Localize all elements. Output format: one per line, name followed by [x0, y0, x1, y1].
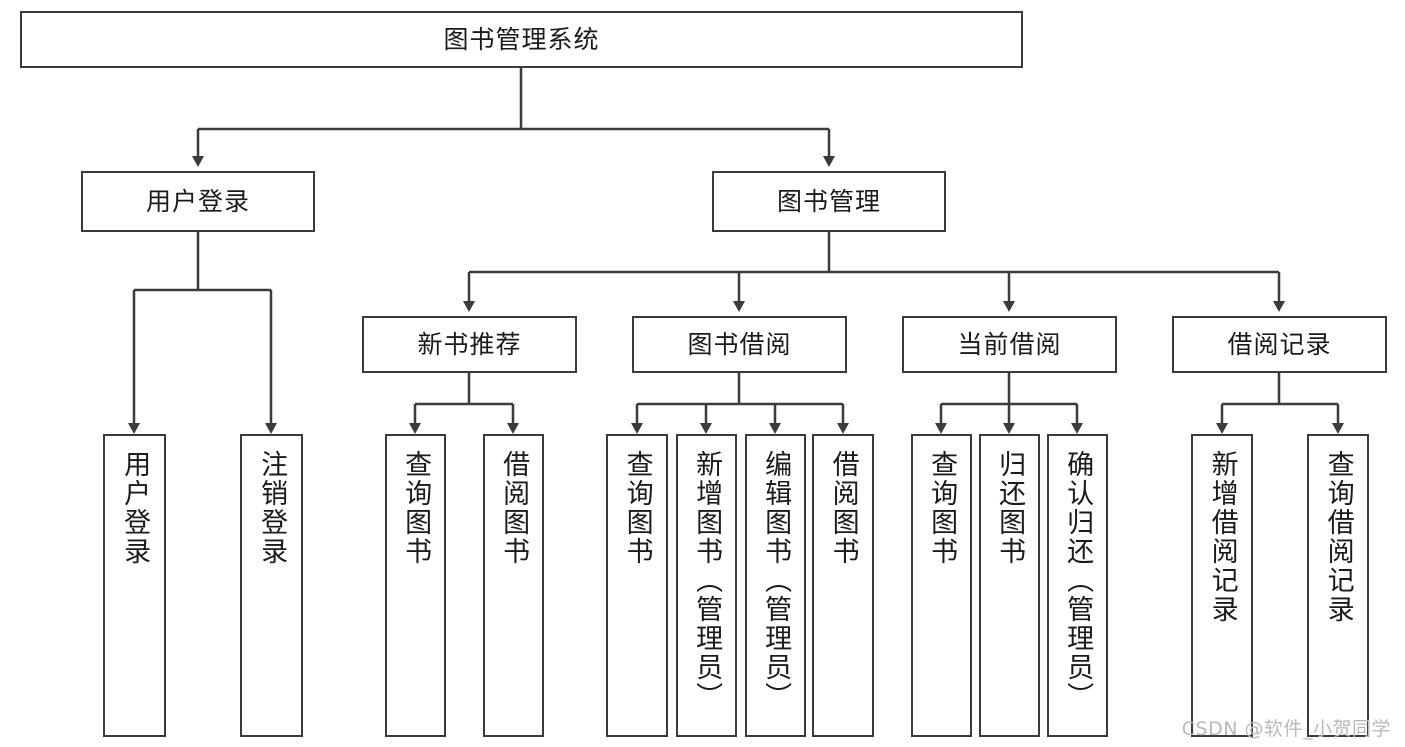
leaf-borrow-book[interactable]: 借阅图书: [812, 434, 874, 737]
leaf-borrow-add-book-admin[interactable]: 新增图书（管理员）: [676, 434, 737, 737]
leaf-recommend-borrow-book[interactable]: 借阅图书: [483, 434, 544, 737]
leaf-borrow-query-book[interactable]: 查询图书: [606, 434, 668, 737]
node-current-borrow[interactable]: 当前借阅: [902, 316, 1117, 373]
leaf-borrow-query-book-label: 查询图书: [621, 450, 653, 566]
leaf-current-return-book-label: 归还图书: [994, 450, 1026, 566]
leaf-recommend-borrow-book-label: 借阅图书: [498, 450, 530, 566]
leaf-borrow-add-book-admin-label: 新增图书（管理员）: [691, 450, 723, 711]
leaf-record-add[interactable]: 新增借阅记录: [1191, 434, 1253, 737]
node-new-book-recommend-label: 新书推荐: [417, 329, 522, 359]
leaf-borrow-edit-book-admin-label: 编辑图书（管理员）: [760, 450, 792, 711]
leaf-user-logout-label: 注销登录: [256, 450, 288, 566]
node-book-borrow-label: 图书借阅: [687, 329, 792, 359]
leaf-record-query-label: 查询借阅记录: [1322, 450, 1354, 624]
leaf-record-query[interactable]: 查询借阅记录: [1307, 434, 1369, 737]
leaf-recommend-query-book-label: 查询图书: [400, 450, 432, 566]
node-new-book-recommend[interactable]: 新书推荐: [362, 316, 577, 373]
leaf-user-login-label: 用户登录: [119, 450, 151, 566]
node-user-login[interactable]: 用户登录: [81, 171, 315, 232]
node-root[interactable]: 图书管理系统: [20, 11, 1023, 68]
leaf-borrow-book-label: 借阅图书: [827, 450, 859, 566]
node-book-borrow[interactable]: 图书借阅: [632, 316, 847, 373]
leaf-current-query-book-label: 查询图书: [926, 450, 958, 566]
leaf-current-query-book[interactable]: 查询图书: [911, 434, 972, 737]
watermark: CSDN @软件_小贺同学: [1181, 718, 1391, 740]
leaf-user-login[interactable]: 用户登录: [103, 434, 166, 737]
node-borrow-record-label: 借阅记录: [1227, 329, 1332, 359]
node-current-borrow-label: 当前借阅: [957, 329, 1062, 359]
node-book-manage[interactable]: 图书管理: [712, 171, 946, 232]
node-root-label: 图书管理系统: [443, 24, 600, 54]
node-book-manage-label: 图书管理: [776, 186, 881, 216]
leaf-record-add-label: 新增借阅记录: [1206, 450, 1238, 624]
leaf-borrow-edit-book-admin[interactable]: 编辑图书（管理员）: [745, 434, 806, 737]
node-borrow-record[interactable]: 借阅记录: [1172, 316, 1387, 373]
leaf-current-return-book[interactable]: 归还图书: [979, 434, 1040, 737]
node-user-login-label: 用户登录: [145, 186, 250, 216]
leaf-current-confirm-return-admin[interactable]: 确认归还（管理员）: [1047, 434, 1108, 737]
leaf-user-logout[interactable]: 注销登录: [240, 434, 303, 737]
leaf-current-confirm-return-admin-label: 确认归还（管理员）: [1062, 450, 1094, 711]
leaf-recommend-query-book[interactable]: 查询图书: [385, 434, 446, 737]
